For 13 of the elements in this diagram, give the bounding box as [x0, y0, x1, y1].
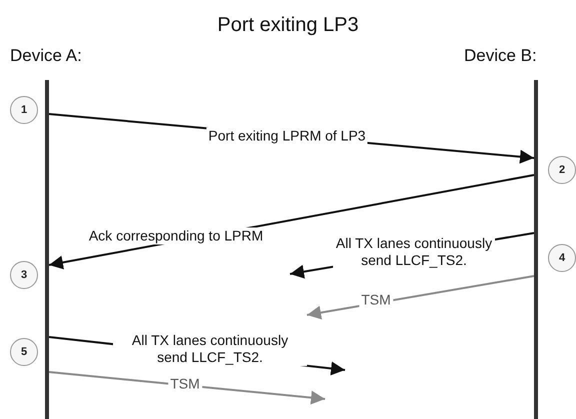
- step-number: 5: [10, 338, 38, 366]
- edge-label: Ack corresponding to LPRM: [86, 228, 266, 244]
- edge-label: TSM: [359, 292, 393, 308]
- edge-label: Port exiting LPRM of LP3: [206, 128, 368, 144]
- step-number: 3: [10, 261, 38, 289]
- step-number: 1: [10, 96, 38, 124]
- step-number: 4: [548, 244, 576, 272]
- diagram-title: Port exiting LP3: [217, 14, 359, 37]
- participant-label: Device B:: [464, 46, 537, 66]
- step-number: 2: [548, 156, 576, 184]
- edge-label: All TX lanes continuously send LLCF_TS2.: [113, 332, 307, 366]
- participant-label: Device A:: [10, 46, 82, 66]
- edge-label: All TX lanes continuously send LLCF_TS2.: [333, 235, 495, 269]
